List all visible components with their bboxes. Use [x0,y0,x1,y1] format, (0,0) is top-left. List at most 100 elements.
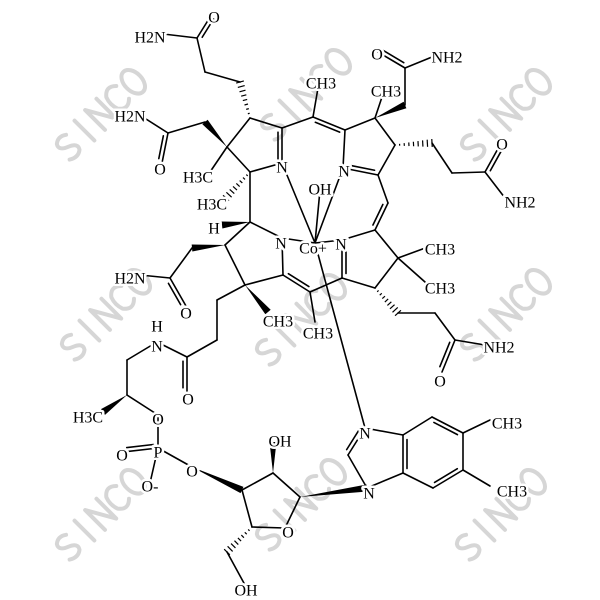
watermark-logo [254,457,348,552]
single-bond [167,121,206,134]
atom-label: O [282,525,294,542]
atom-label: CH3 [371,84,401,101]
atom-label: CH3 [306,76,336,93]
double-bond [182,356,188,393]
atom-label: H3C [183,170,213,187]
double-bond [484,144,503,173]
single-bond [169,247,193,279]
atom-label: N [151,339,163,356]
atom-label: N [359,426,371,443]
single-bond [431,142,453,174]
double-bond [157,132,169,164]
single-bond [454,339,486,346]
single-bond [314,167,344,244]
atom-label: O [116,448,128,465]
single-bond [341,277,376,289]
single-bond [281,162,316,244]
atom-label: OH [234,583,258,600]
single-bond [249,221,283,239]
single-bond [374,93,384,119]
atom-label: N [335,237,347,254]
single-bond [149,447,159,484]
watermark-logo [54,67,148,162]
single-bond [134,111,169,134]
single-bond [226,551,246,586]
single-bond [347,454,368,489]
wedge-bond [245,285,271,315]
watermark-layer [54,47,553,562]
wedge-bond [191,244,225,252]
watermark-logo [459,267,553,362]
atom-label: O [434,374,446,391]
single-bond [249,162,283,173]
single-bond [366,472,404,489]
hashed-bond [235,80,250,115]
atom-label: H [151,319,163,336]
atom-label: O- [142,479,159,496]
watermark-logo [459,67,553,162]
double-bond [312,116,346,133]
atom-label: O [180,306,192,323]
single-bond [224,244,246,286]
single-bond [312,87,319,118]
double-bond [122,443,159,453]
single-bond [377,144,396,176]
atom-label: H3C [197,197,227,214]
atom-label: O [496,137,508,154]
single-bond [402,416,433,436]
single-bond [157,447,193,468]
atom-label: O [186,464,198,481]
single-bond [344,117,376,131]
single-bond [126,394,159,416]
wedge-bond [300,484,368,497]
double-bond [341,239,347,279]
single-bond [272,472,301,498]
watermark-logo [259,47,353,142]
atom-label: O [154,162,166,179]
single-bond [462,419,491,434]
single-bond [434,312,456,341]
single-bond [404,56,433,69]
watermark-logo [54,467,148,562]
double-bond [402,434,408,474]
atom-label: OH [268,434,292,451]
atom-label: P [154,445,163,462]
single-bond [484,171,506,199]
double-bond [167,277,187,307]
single-bond [226,117,251,148]
atom-label: H3C [73,410,103,427]
wedge-bond [192,467,244,494]
single-bond [284,496,301,529]
atom-label: N [363,486,375,503]
single-bond [154,32,198,39]
atom-label: CH3 [492,416,522,433]
watermark-logo [454,467,548,562]
single-bond [397,257,426,283]
atom-label: Co+ [299,241,327,258]
atom-label: H [208,221,220,238]
atom-label: N [275,236,287,253]
single-bond [314,189,321,244]
wedge-bond [100,395,127,415]
atom-label: O [182,392,194,409]
double-bond [431,416,464,436]
single-bond [156,341,188,358]
bond-layer [100,13,506,586]
watermark-logo [59,267,153,362]
atom-label: N [338,164,350,181]
single-bond [309,291,316,323]
double-bond [377,49,406,69]
single-bond [251,526,286,529]
atom-label: CH3 [263,314,293,331]
single-bond [241,472,274,491]
atom-label: O [152,412,164,429]
hashed-bond [376,290,402,317]
single-bond [126,341,158,361]
single-bond [374,229,399,259]
single-bond [341,229,376,241]
atom-label: OH [308,182,332,199]
single-bond [281,237,316,244]
single-bond [402,472,434,489]
